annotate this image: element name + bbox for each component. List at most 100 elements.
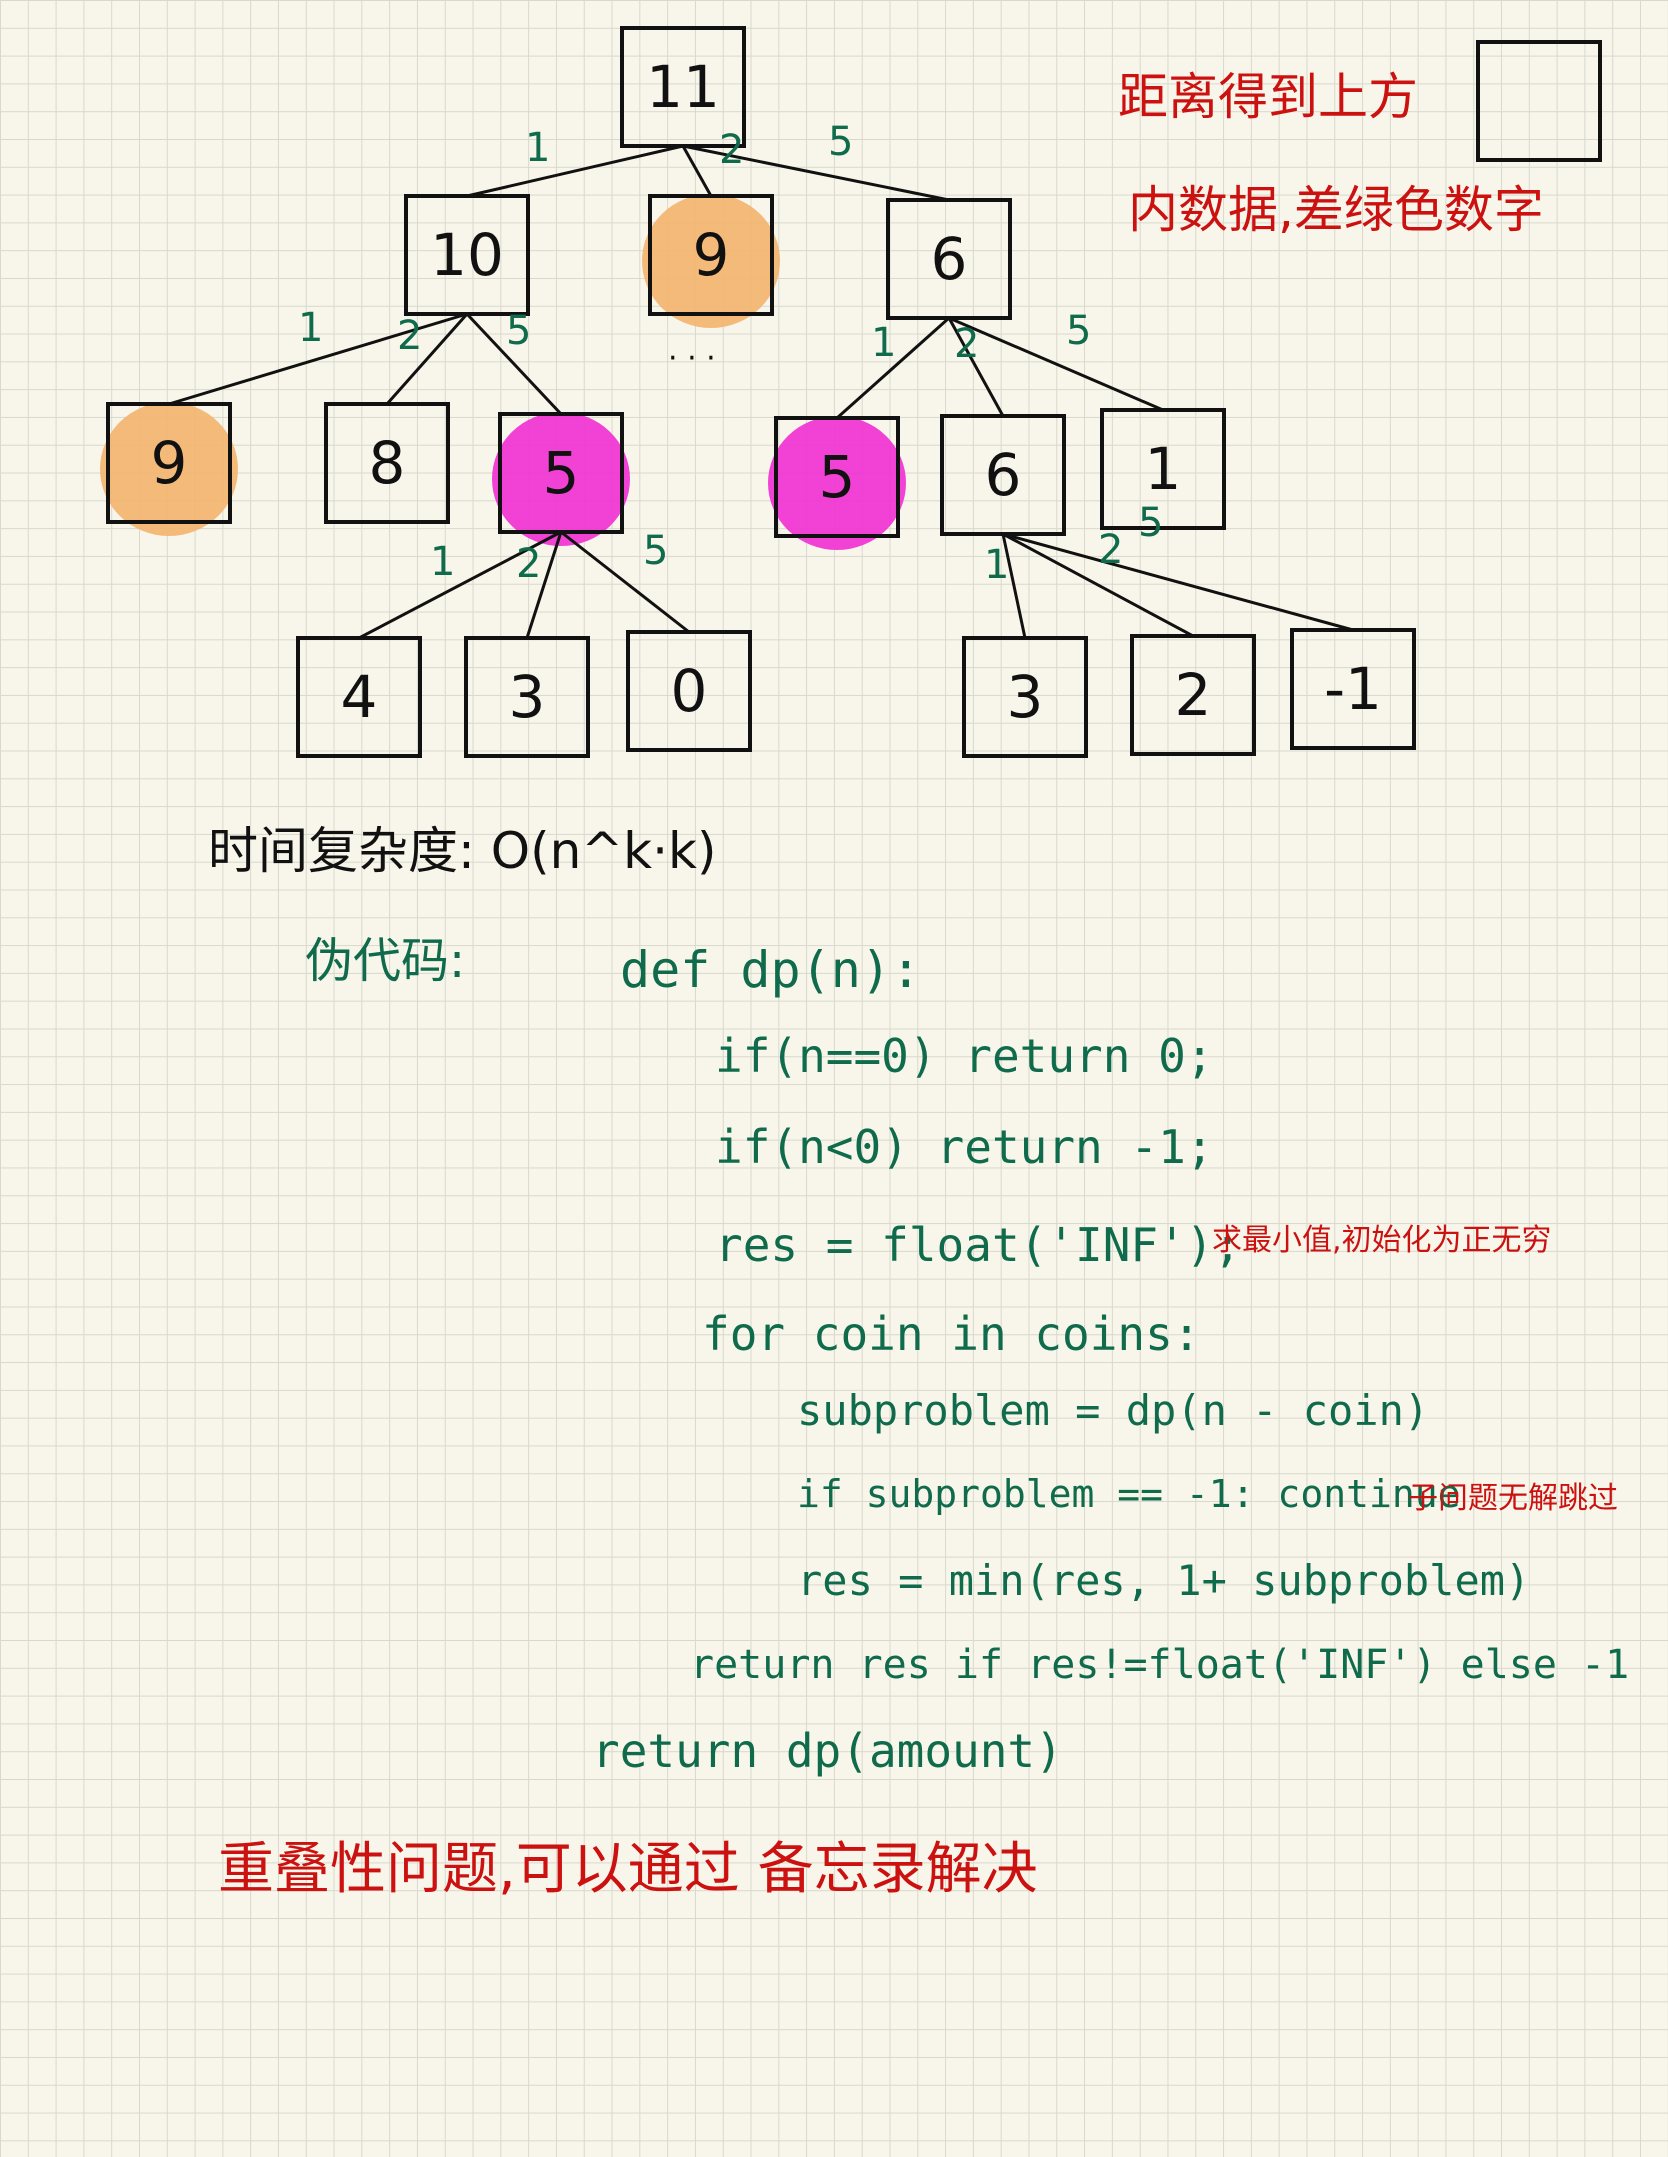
edge-l2e-l3e	[1002, 532, 1194, 638]
node-box	[106, 402, 232, 524]
node-box	[626, 630, 752, 752]
edge-label-l2e-l3d: 1	[984, 542, 1009, 588]
tree-node-l2c: 5	[498, 412, 624, 534]
tree-node-l2b: 8	[324, 402, 450, 524]
node-highlight-l2a	[100, 402, 238, 536]
edge-label-root-l1b: 2	[719, 127, 744, 173]
edge-label-l2e-l3e: 2	[1098, 527, 1123, 573]
node-value: -1	[1324, 655, 1382, 723]
tree-node-l3c: 0	[626, 630, 752, 752]
code-line-def: def dp(n):	[620, 941, 922, 999]
tree-node-l2f: 1	[1100, 408, 1226, 530]
node-box	[1130, 634, 1256, 756]
code-line-for: for coin in coins:	[702, 1307, 1201, 1361]
node-box	[498, 412, 624, 534]
node-highlight-l1b	[642, 194, 780, 328]
node-value: 11	[646, 53, 720, 121]
complexity-text: 时间复杂度: O(n^k·k)	[208, 822, 717, 880]
tree-node-l1a: 10	[404, 194, 530, 316]
node-box	[404, 194, 530, 316]
edge-label-root-l1a: 1	[525, 125, 550, 171]
node-value: 8	[369, 429, 406, 497]
edge-l2c-l3a	[358, 530, 562, 640]
ellipsis: · · ·	[668, 341, 716, 376]
edge-label-l1a-l2b: 2	[397, 313, 422, 359]
node-value: 6	[985, 441, 1022, 509]
edge-root-l1c	[682, 144, 950, 202]
tree-node-l2d: 5	[774, 416, 900, 538]
tree-node-l1c: 6	[886, 198, 1012, 320]
node-value: 6	[931, 225, 968, 293]
code-line-res-min: res = min(res, 1+ subproblem)	[797, 1556, 1531, 1605]
tree-node-l3e: 2	[1130, 634, 1256, 756]
node-value: 2	[1175, 661, 1212, 729]
node-box	[464, 636, 590, 758]
edge-label-l2c-l3b: 2	[516, 541, 541, 587]
edge-root-l1a	[466, 144, 684, 198]
node-value: 3	[1007, 663, 1044, 731]
edge-label-l2c-l3c: 5	[643, 528, 668, 574]
code-line-subproblem: subproblem = dp(n - coin)	[797, 1386, 1430, 1435]
edge-label-root-l1c: 5	[828, 119, 853, 165]
edge-root-l1b	[681, 145, 713, 197]
node-box	[940, 414, 1066, 536]
node-value: 10	[430, 221, 504, 289]
edge-l2e-l3d	[1001, 533, 1027, 639]
edge-l2e-l3f	[1002, 532, 1354, 632]
note-min-value: 求最小值,初始化为正无穷	[1212, 1223, 1552, 1258]
node-value: 3	[509, 663, 546, 731]
node-box	[774, 416, 900, 538]
edge-l1a-l2a	[168, 312, 468, 406]
edge-l1c-l2e	[947, 317, 1005, 417]
code-line-if-continue: if subproblem == -1: continue	[797, 1472, 1461, 1516]
edge-label-l1c-l2e: 2	[954, 321, 979, 367]
edge-label-l1a-l2c: 5	[506, 308, 531, 354]
edge-l1c-l2d	[836, 316, 950, 420]
node-value: 4	[341, 663, 378, 731]
edge-l2c-l3b	[525, 531, 563, 639]
note-top-line1: 距离得到上方	[1118, 68, 1418, 126]
edge-label-l2e-l3f: 5	[1138, 500, 1163, 546]
pseudocode-label: 伪代码:	[305, 933, 466, 989]
code-line-return-res: return res if res!=float('INF') else -1	[690, 1642, 1630, 1688]
code-line-res-init: res = float('INF');	[715, 1218, 1242, 1272]
bottom-note: 重叠性问题,可以通过 备忘录解决	[218, 1837, 1038, 1902]
node-highlight-l2d	[768, 416, 906, 550]
code-line-return-dp: return dp(amount)	[592, 1724, 1063, 1778]
node-box	[296, 636, 422, 758]
edge-l1a-l2c	[465, 312, 563, 416]
edge-label-l2c-l3a: 1	[430, 539, 455, 585]
node-box	[620, 26, 746, 148]
tree-node-root: 11	[620, 26, 746, 148]
tree-node-l3d: 3	[962, 636, 1088, 758]
note-skip-subproblem: 子问题无解跳过	[1408, 1481, 1618, 1516]
edge-label-l1c-l2f: 5	[1066, 308, 1091, 354]
tree-node-l3b: 3	[464, 636, 590, 758]
code-line-if-zero: if(n==0) return 0;	[715, 1029, 1214, 1083]
code-line-if-neg: if(n<0) return -1;	[715, 1120, 1214, 1174]
tree-node-l2a: 9	[106, 402, 232, 524]
node-box	[1100, 408, 1226, 530]
node-value: 5	[543, 439, 580, 507]
edge-l1c-l2f	[948, 316, 1164, 412]
node-box	[962, 636, 1088, 758]
node-box	[886, 198, 1012, 320]
blank-result-box	[1476, 40, 1602, 162]
node-box	[1290, 628, 1416, 750]
node-box	[324, 402, 450, 524]
node-value: 5	[819, 443, 856, 511]
highlight-layer	[100, 194, 906, 550]
edge-label-l1c-l2d: 1	[871, 320, 896, 366]
edge-l2c-l3c	[560, 530, 690, 634]
node-box	[648, 194, 774, 316]
tree-node-l1b: 9	[648, 194, 774, 316]
tree-node-l3a: 4	[296, 636, 422, 758]
tree-node-l3f: -1	[1290, 628, 1416, 750]
edge-l1a-l2b	[385, 313, 469, 405]
node-value: 9	[693, 221, 730, 289]
node-value: 1	[1145, 435, 1182, 503]
tree-node-l2e: 6	[940, 414, 1066, 536]
